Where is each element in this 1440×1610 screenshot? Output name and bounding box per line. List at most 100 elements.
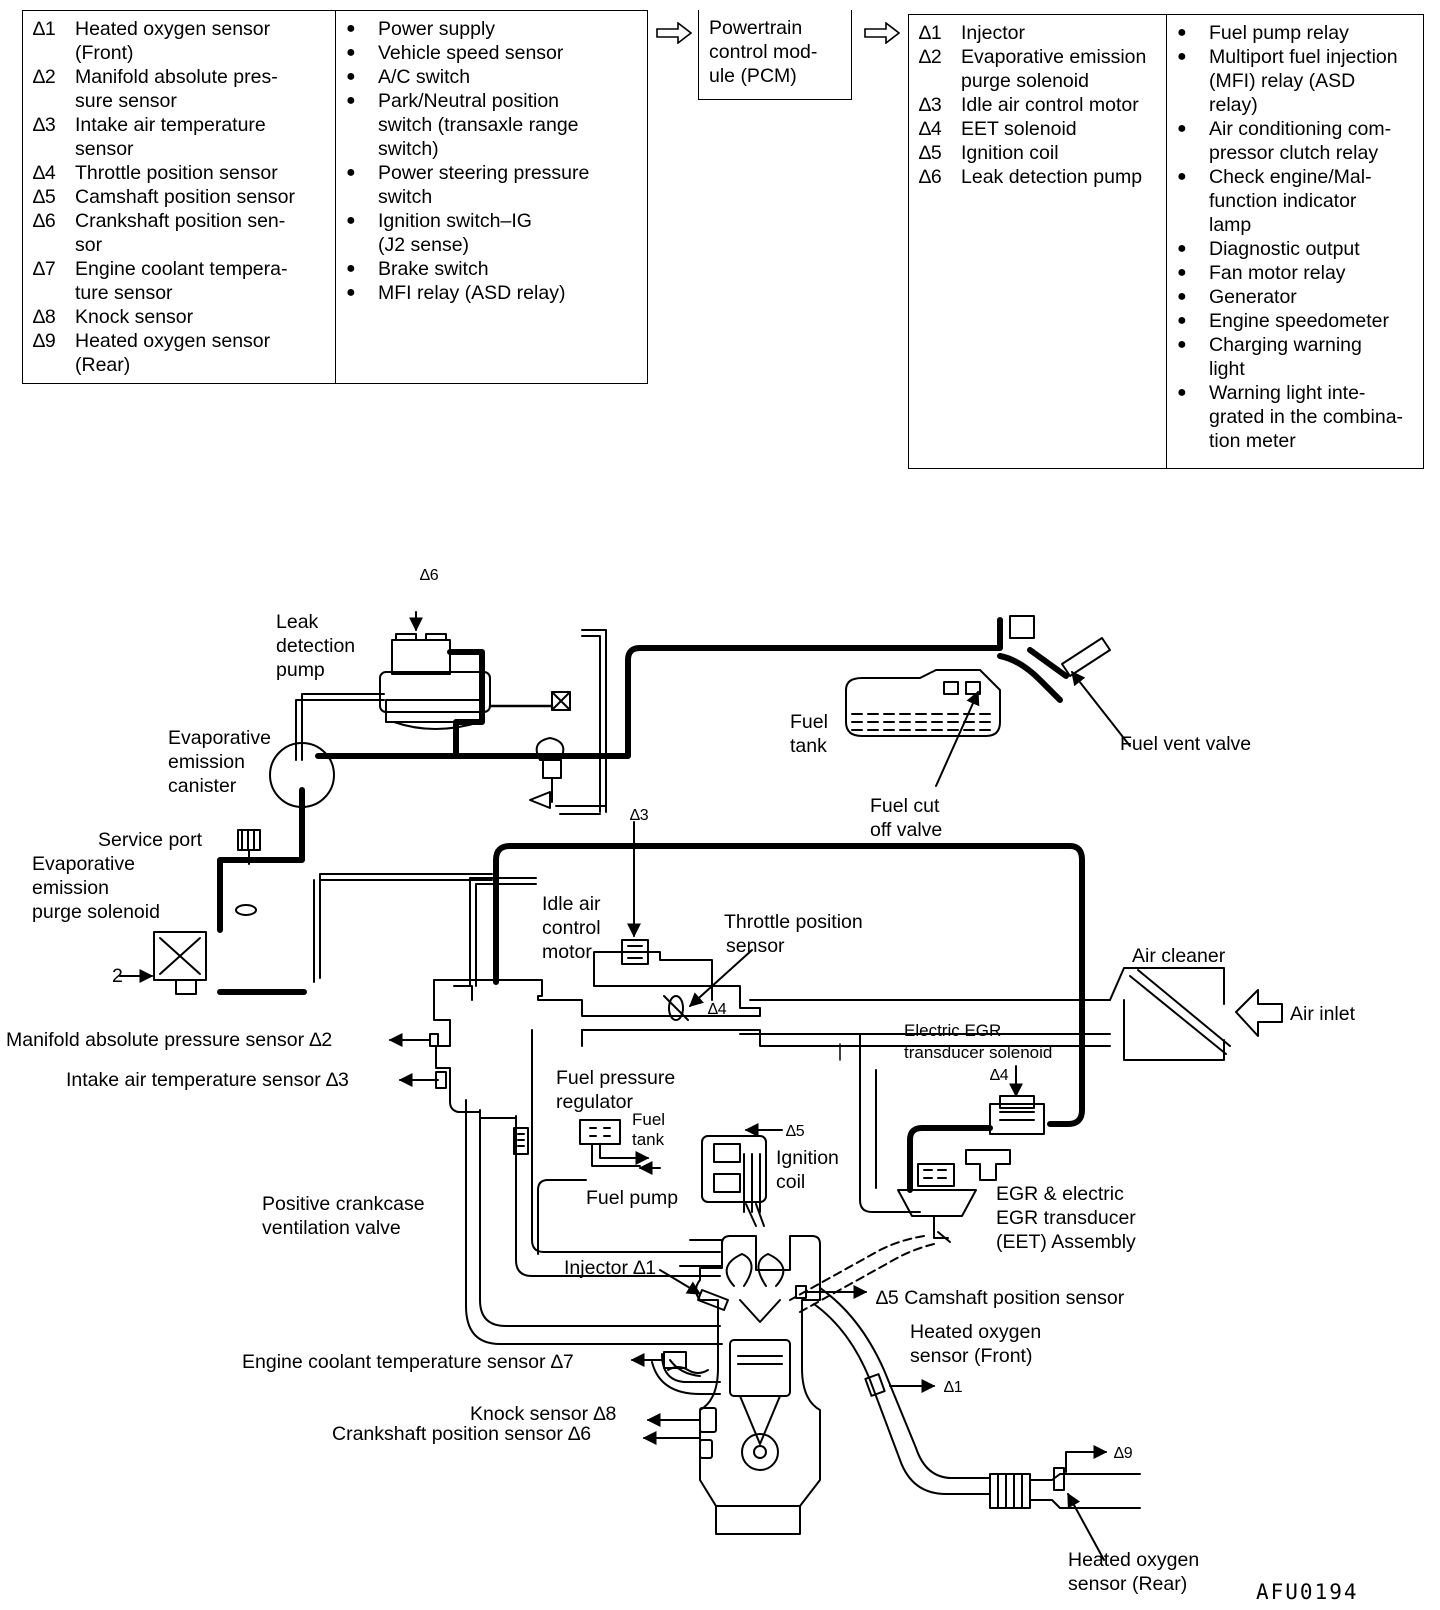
pcm-line-1: Powertrain [709,17,803,39]
service-port [237,829,261,865]
tps-label: Throttle position sensor [724,911,863,957]
iac-label: Idle air control motor [542,893,601,963]
item-text: Injector [961,22,1025,44]
item-text: Intake air temperature [75,114,266,136]
item-text: function indicator [1209,190,1357,212]
pcm-box: Powertrain control mod- ule (PCM) [698,10,852,100]
ign-coil-label: Ignition coil [776,1147,839,1193]
list-item: ●MFI relay (ASD relay) [336,281,647,305]
fuel-tank [845,615,1111,737]
air-inlet-label: Air inlet [1290,1003,1356,1025]
leak-detection-pump [379,611,491,730]
item-text: purge solenoid [961,70,1089,92]
item-text: Knock sensor [75,306,194,328]
fuel-pressure-regulator [579,1119,661,1175]
list-item: ●Brake switch [336,257,647,281]
item-text: Heated oxygen sensor [75,330,271,352]
bullet-icon: ● [346,260,356,277]
item-text: Air conditioning com- [1209,118,1392,140]
hose-tank-fill [997,617,1069,679]
pump-filter [551,691,571,711]
bullet-icon: ● [346,212,356,229]
air-cleaner [1109,967,1283,1061]
fuel-cut-label: Fuel cut off valve [870,795,943,841]
item-text: Check engine/Mal- [1209,166,1372,188]
item-tag: ∆9 [33,330,56,352]
egr-solenoid [989,1065,1045,1135]
item-text: Idle air control motor [961,94,1139,116]
item-tag: ∆2 [919,46,942,68]
list-item: ●Vehicle speed sensor [336,41,647,65]
engine-block [695,1235,821,1535]
item-text: Power supply [378,18,496,40]
item-text: pressor clutch relay [1209,142,1379,164]
item-tag: ∆4 [33,162,56,184]
list-item: ● Power supply [336,17,647,41]
item-text: (J2 sense) [378,234,470,256]
cam-sensor-label: ∆5 Camshaft position sensor [876,1287,1125,1309]
list-item: ∆4 Throttle position sensor [23,161,335,185]
intake-plenum [433,951,1111,1253]
item-text: tion meter [1209,430,1296,452]
injector-label: Injector ∆1 [564,1257,657,1279]
list-item: ●Fan motor relay [1167,261,1423,285]
item-text: grated in the combina- [1209,406,1404,428]
item-text: A/C switch [378,66,471,88]
item-text: Crankshaft position sen- [75,210,286,232]
star5-coil-label: ∆5 [786,1123,805,1140]
item-tag: ∆6 [33,210,56,232]
item-tag: ∆3 [919,94,942,116]
pcm-line-2: control mod- [709,41,818,63]
hose-tank-vent [997,653,1063,703]
bullet-icon: ● [346,164,356,181]
bullet-icon: ● [346,284,356,301]
item-text: Fuel pump relay [1209,22,1349,44]
item-text: (Rear) [75,354,131,376]
item-text: Throttle position sensor [75,162,278,184]
bullet-icon: ● [1177,240,1187,257]
item-text: Evaporative emission [961,46,1147,68]
bullet-icon: ● [1177,312,1187,329]
hollow-arrow-icon [864,22,900,44]
item-text: switch [378,186,433,208]
crank-label: Crankshaft position sensor ∆6 [332,1423,592,1445]
bullet-icon: ● [346,20,356,37]
item-tag: ∆5 [33,186,56,208]
ect-sensor-label: Engine coolant temperature sensor ∆7 [242,1351,574,1373]
item-text: Park/Neutral position [378,90,560,112]
bullet-icon: ● [1177,48,1187,65]
output-column: ● Fuel pump relay ● Multiport fuel injectio… [1167,15,1423,468]
list-item: ∆3 Idle air control motor [909,93,1166,117]
item-text: EET solenoid [961,118,1077,140]
item-tag: ∆7 [33,258,56,280]
pcv-label: Positive crankcase ventilation valve [262,1193,425,1239]
item-text: Heated oxygen sensor [75,18,271,40]
canister-label: Evaporative emission canister [168,727,271,797]
item-text: switch (transaxle range [378,114,579,136]
item-text: Vehicle speed sensor [378,42,564,64]
item-text: sure sensor [75,90,177,112]
item-tag: ∆8 [33,306,56,328]
item-text: relay) [1209,94,1258,116]
star3-label: ∆3 [630,807,649,824]
bullet-icon: ● [1177,288,1187,305]
purge-solenoid [153,904,257,995]
list-item: ●Air conditioning com-pressor clutch rel… [1167,117,1423,165]
injector [659,1239,729,1311]
item-text: Multiport fuel injection [1209,46,1398,68]
item-text: Power steering pressure [378,162,590,184]
item-text: Fan motor relay [1209,262,1346,284]
service-port-label: Service port [98,829,203,851]
list-item: ●Multiport fuel injection(MFI) relay (AS… [1167,45,1423,117]
bullet-icon: ● [346,68,356,85]
fuel-pump-label: Fuel pump [586,1187,679,1209]
item-tag: ∆1 [33,18,56,40]
item-tag: ∆6 [919,166,942,188]
